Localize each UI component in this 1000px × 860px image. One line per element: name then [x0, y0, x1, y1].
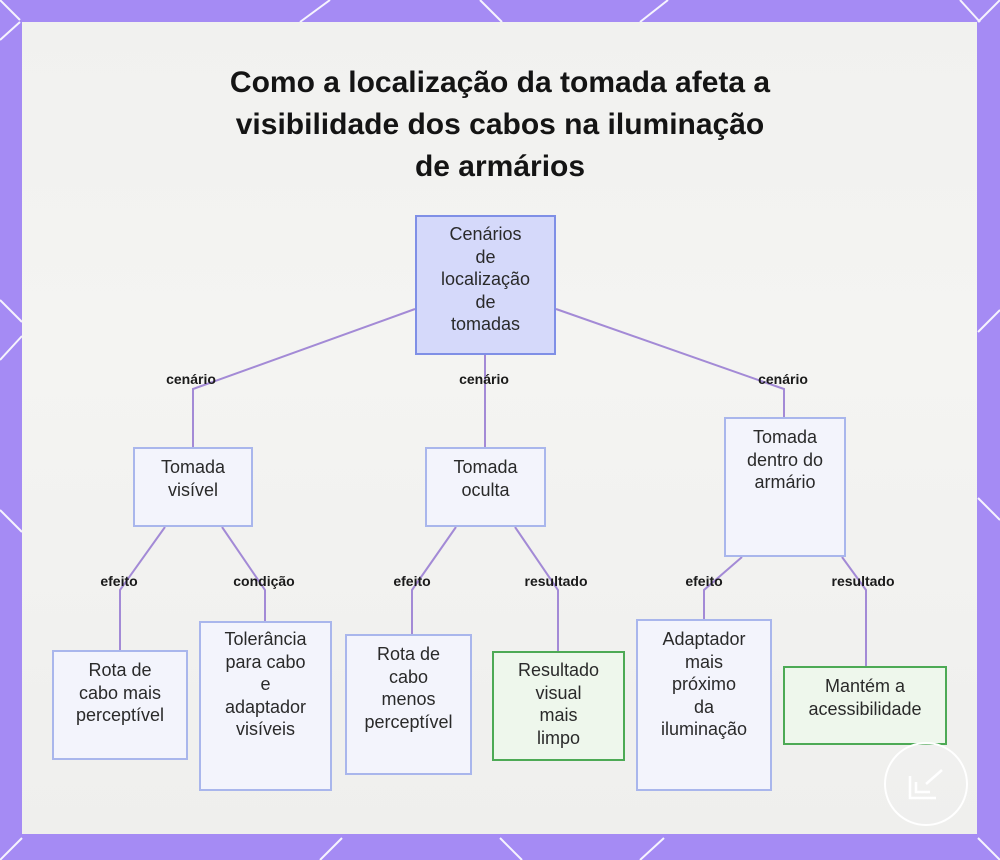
edge-hidden-clean	[514, 526, 559, 651]
title-line: visibilidade dos cabos na iluminação	[235, 108, 765, 141]
node-label: Tolerância para cabo e adaptador visívei…	[224, 629, 307, 739]
edge-hidden-route	[411, 526, 457, 634]
edit-icon	[908, 769, 943, 800]
edge-label-effect: efeito	[393, 573, 431, 589]
edge-inside-access	[841, 556, 867, 666]
edge-label-effect: efeito	[100, 573, 138, 589]
edge-label-scenario: cenário	[459, 371, 509, 387]
node-label: Tomada visível	[160, 457, 226, 500]
node-keeps-accessibility: Mantém a acessibilidade	[783, 666, 947, 745]
node-cleaner-result: Resultado visual mais limpo	[492, 651, 625, 761]
node-label: Rota de cabo menos perceptível	[364, 644, 453, 732]
edge-root-inside	[555, 308, 785, 417]
node-label: Adaptador mais próximo da iluminação	[660, 629, 748, 739]
node-hidden-outlet: Tomada oculta	[425, 447, 546, 527]
node-adapter-closer: Adaptador mais próximo da iluminação	[636, 619, 772, 791]
node-label: Resultado visual mais limpo	[517, 660, 600, 748]
edge-root-visible	[192, 308, 416, 447]
node-route-less-visible: Rota de cabo menos perceptível	[345, 634, 472, 775]
node-label: Rota de cabo mais perceptível	[75, 660, 165, 725]
node-tolerance: Tolerância para cabo e adaptador visívei…	[199, 621, 332, 791]
edge-inside-adapter	[703, 556, 743, 619]
node-inside-cabinet-outlet: Tomada dentro do armário	[724, 417, 846, 557]
edge-label-result: resultado	[831, 573, 895, 589]
edge-visible-tolerance	[221, 526, 266, 621]
node-label: Tomada dentro do armário	[746, 427, 824, 492]
edge-visible-route	[119, 526, 166, 650]
node-root-scenarios: Cenários de localização de tomadas	[415, 215, 556, 355]
node-label: Mantém a acessibilidade	[808, 676, 922, 719]
node-label: Tomada oculta	[453, 457, 518, 500]
title-line: Como a localização da tomada afeta a	[229, 66, 771, 99]
edge-label-condition: condição	[233, 573, 295, 589]
node-route-more-visible: Rota de cabo mais perceptível	[52, 650, 188, 760]
node-visible-outlet: Tomada visível	[133, 447, 253, 527]
diagram-title: Como a localização da tomada afeta a vis…	[150, 62, 850, 188]
title-line: de armários	[414, 150, 586, 183]
edge-label-result: resultado	[524, 573, 588, 589]
node-label: Cenários de localização de tomadas	[440, 224, 531, 334]
edge-label-effect: efeito	[685, 573, 723, 589]
edge-label-scenario: cenário	[166, 371, 216, 387]
brand-logo-icon	[884, 742, 968, 826]
edge-label-scenario: cenário	[758, 371, 808, 387]
